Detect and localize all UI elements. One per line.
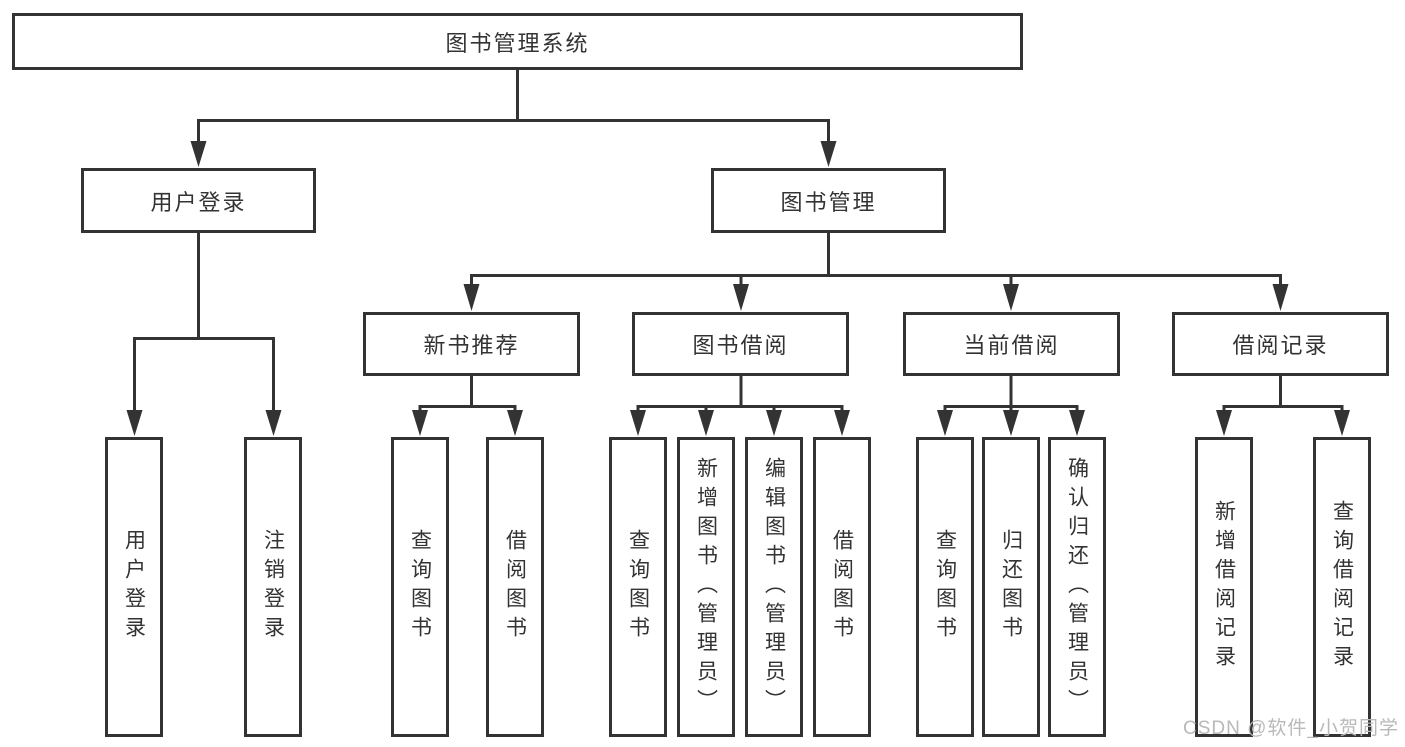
node-book-borrowing-label: 图书借阅 [692, 333, 789, 358]
csdn-watermark: CSDN @软件_小贺同学 [1183, 718, 1399, 739]
node-current-borrowing-label: 当前借阅 [963, 333, 1060, 358]
leaf-newbook-query-books-label: 查询图书 [408, 529, 432, 645]
connector-root-to-level2 [190, 69, 837, 167]
connector-user-login-to-leaves [126, 232, 282, 436]
leaf-borrowing-borrow-books-label: 借阅图书 [830, 529, 854, 645]
leaf-current-query-books: 查询图书 [916, 437, 974, 737]
connector-new-book-to-leaves [412, 375, 523, 436]
leaf-confirm-return-admin-label: 确认归还（管理员） [1065, 456, 1089, 718]
leaf-return-books: 归还图书 [982, 437, 1040, 737]
node-borrowing-records-label: 借阅记录 [1232, 333, 1329, 358]
node-book-borrowing: 图书借阅 [632, 312, 849, 376]
leaf-borrowing-query-books-label: 查询图书 [626, 529, 650, 645]
leaf-add-books-admin: 新增图书（管理员） [677, 437, 735, 737]
leaf-add-books-admin-label: 新增图书（管理员） [694, 456, 718, 718]
leaf-edit-books-admin-label: 编辑图书（管理员） [762, 456, 786, 718]
leaf-logout-login-label: 注销登录 [261, 529, 285, 645]
node-user-login-label: 用户登录 [150, 189, 247, 215]
leaf-edit-books-admin: 编辑图书（管理员） [745, 437, 803, 737]
node-book-management: 图书管理 [711, 168, 946, 233]
node-new-book-recommend-label: 新书推荐 [423, 333, 520, 358]
leaf-borrowing-query-books: 查询图书 [609, 437, 667, 737]
leaf-add-borrow-record: 新增借阅记录 [1195, 437, 1253, 737]
connector-current-borrowing-to-leaves [937, 375, 1085, 436]
leaf-user-login-label: 用户登录 [122, 529, 146, 645]
leaf-logout-login: 注销登录 [244, 437, 302, 737]
leaf-confirm-return-admin: 确认归还（管理员） [1048, 437, 1106, 737]
node-root-system: 图书管理系统 [12, 13, 1023, 70]
node-new-book-recommend: 新书推荐 [363, 312, 580, 376]
node-user-login: 用户登录 [81, 168, 316, 233]
leaf-newbook-borrow-books: 借阅图书 [486, 437, 544, 737]
connector-borrowing-records-to-leaves [1216, 375, 1350, 436]
node-root-label: 图书管理系统 [445, 30, 590, 56]
leaf-user-login: 用户登录 [105, 437, 163, 737]
leaf-current-query-books-label: 查询图书 [933, 529, 957, 645]
leaf-query-borrow-record: 查询借阅记录 [1313, 437, 1371, 737]
connector-book-management-to-level3 [463, 232, 1289, 311]
leaf-add-borrow-record-label: 新增借阅记录 [1212, 500, 1236, 674]
connector-book-borrowing-to-leaves [630, 375, 850, 436]
node-current-borrowing: 当前借阅 [903, 312, 1120, 376]
leaf-newbook-query-books: 查询图书 [391, 437, 449, 737]
node-book-management-label: 图书管理 [780, 189, 877, 215]
leaf-newbook-borrow-books-label: 借阅图书 [503, 529, 527, 645]
leaf-query-borrow-record-label: 查询借阅记录 [1330, 500, 1354, 674]
leaf-borrowing-borrow-books: 借阅图书 [813, 437, 871, 737]
node-borrowing-records: 借阅记录 [1172, 312, 1389, 376]
leaf-return-books-label: 归还图书 [999, 529, 1023, 645]
